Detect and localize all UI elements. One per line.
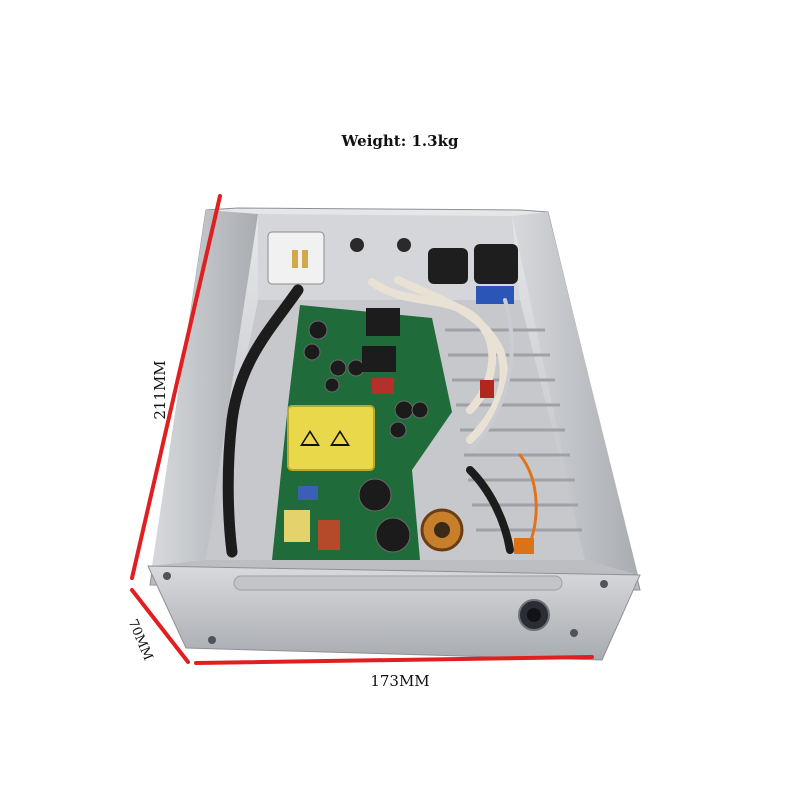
inductor-block-1 <box>366 308 400 336</box>
rca-jack-left <box>350 238 364 252</box>
width-dimension-label: 173MM <box>370 672 430 690</box>
chassis-left-wall <box>152 210 258 566</box>
height-dimension-line <box>130 588 190 664</box>
weight-label: Weight: 1.3kg <box>341 132 459 150</box>
xlr-connector-left <box>428 248 468 284</box>
front-screw-right-top <box>600 580 608 588</box>
length-dimension-line <box>130 194 222 580</box>
rca-jack-right <box>397 238 411 252</box>
internal-wiring <box>222 276 538 558</box>
length-dimension-label: 211MM <box>151 360 169 420</box>
inductor-block-2 <box>362 346 396 372</box>
xlr-connector-right <box>474 244 518 284</box>
high-voltage-warning-icon <box>300 430 350 446</box>
front-screw-right-bottom <box>570 629 578 637</box>
amplifier-pcb <box>272 305 464 560</box>
front-screw-left-bottom <box>208 636 216 644</box>
capacitors <box>303 320 429 553</box>
width-dimension-line <box>194 655 594 665</box>
power-transformer <box>287 405 375 471</box>
front-screw-left-top <box>163 572 171 580</box>
front-panel-groove <box>233 575 563 591</box>
dimension-lines <box>130 194 594 665</box>
chassis-right-wall <box>512 212 638 575</box>
front-panel <box>147 565 641 661</box>
